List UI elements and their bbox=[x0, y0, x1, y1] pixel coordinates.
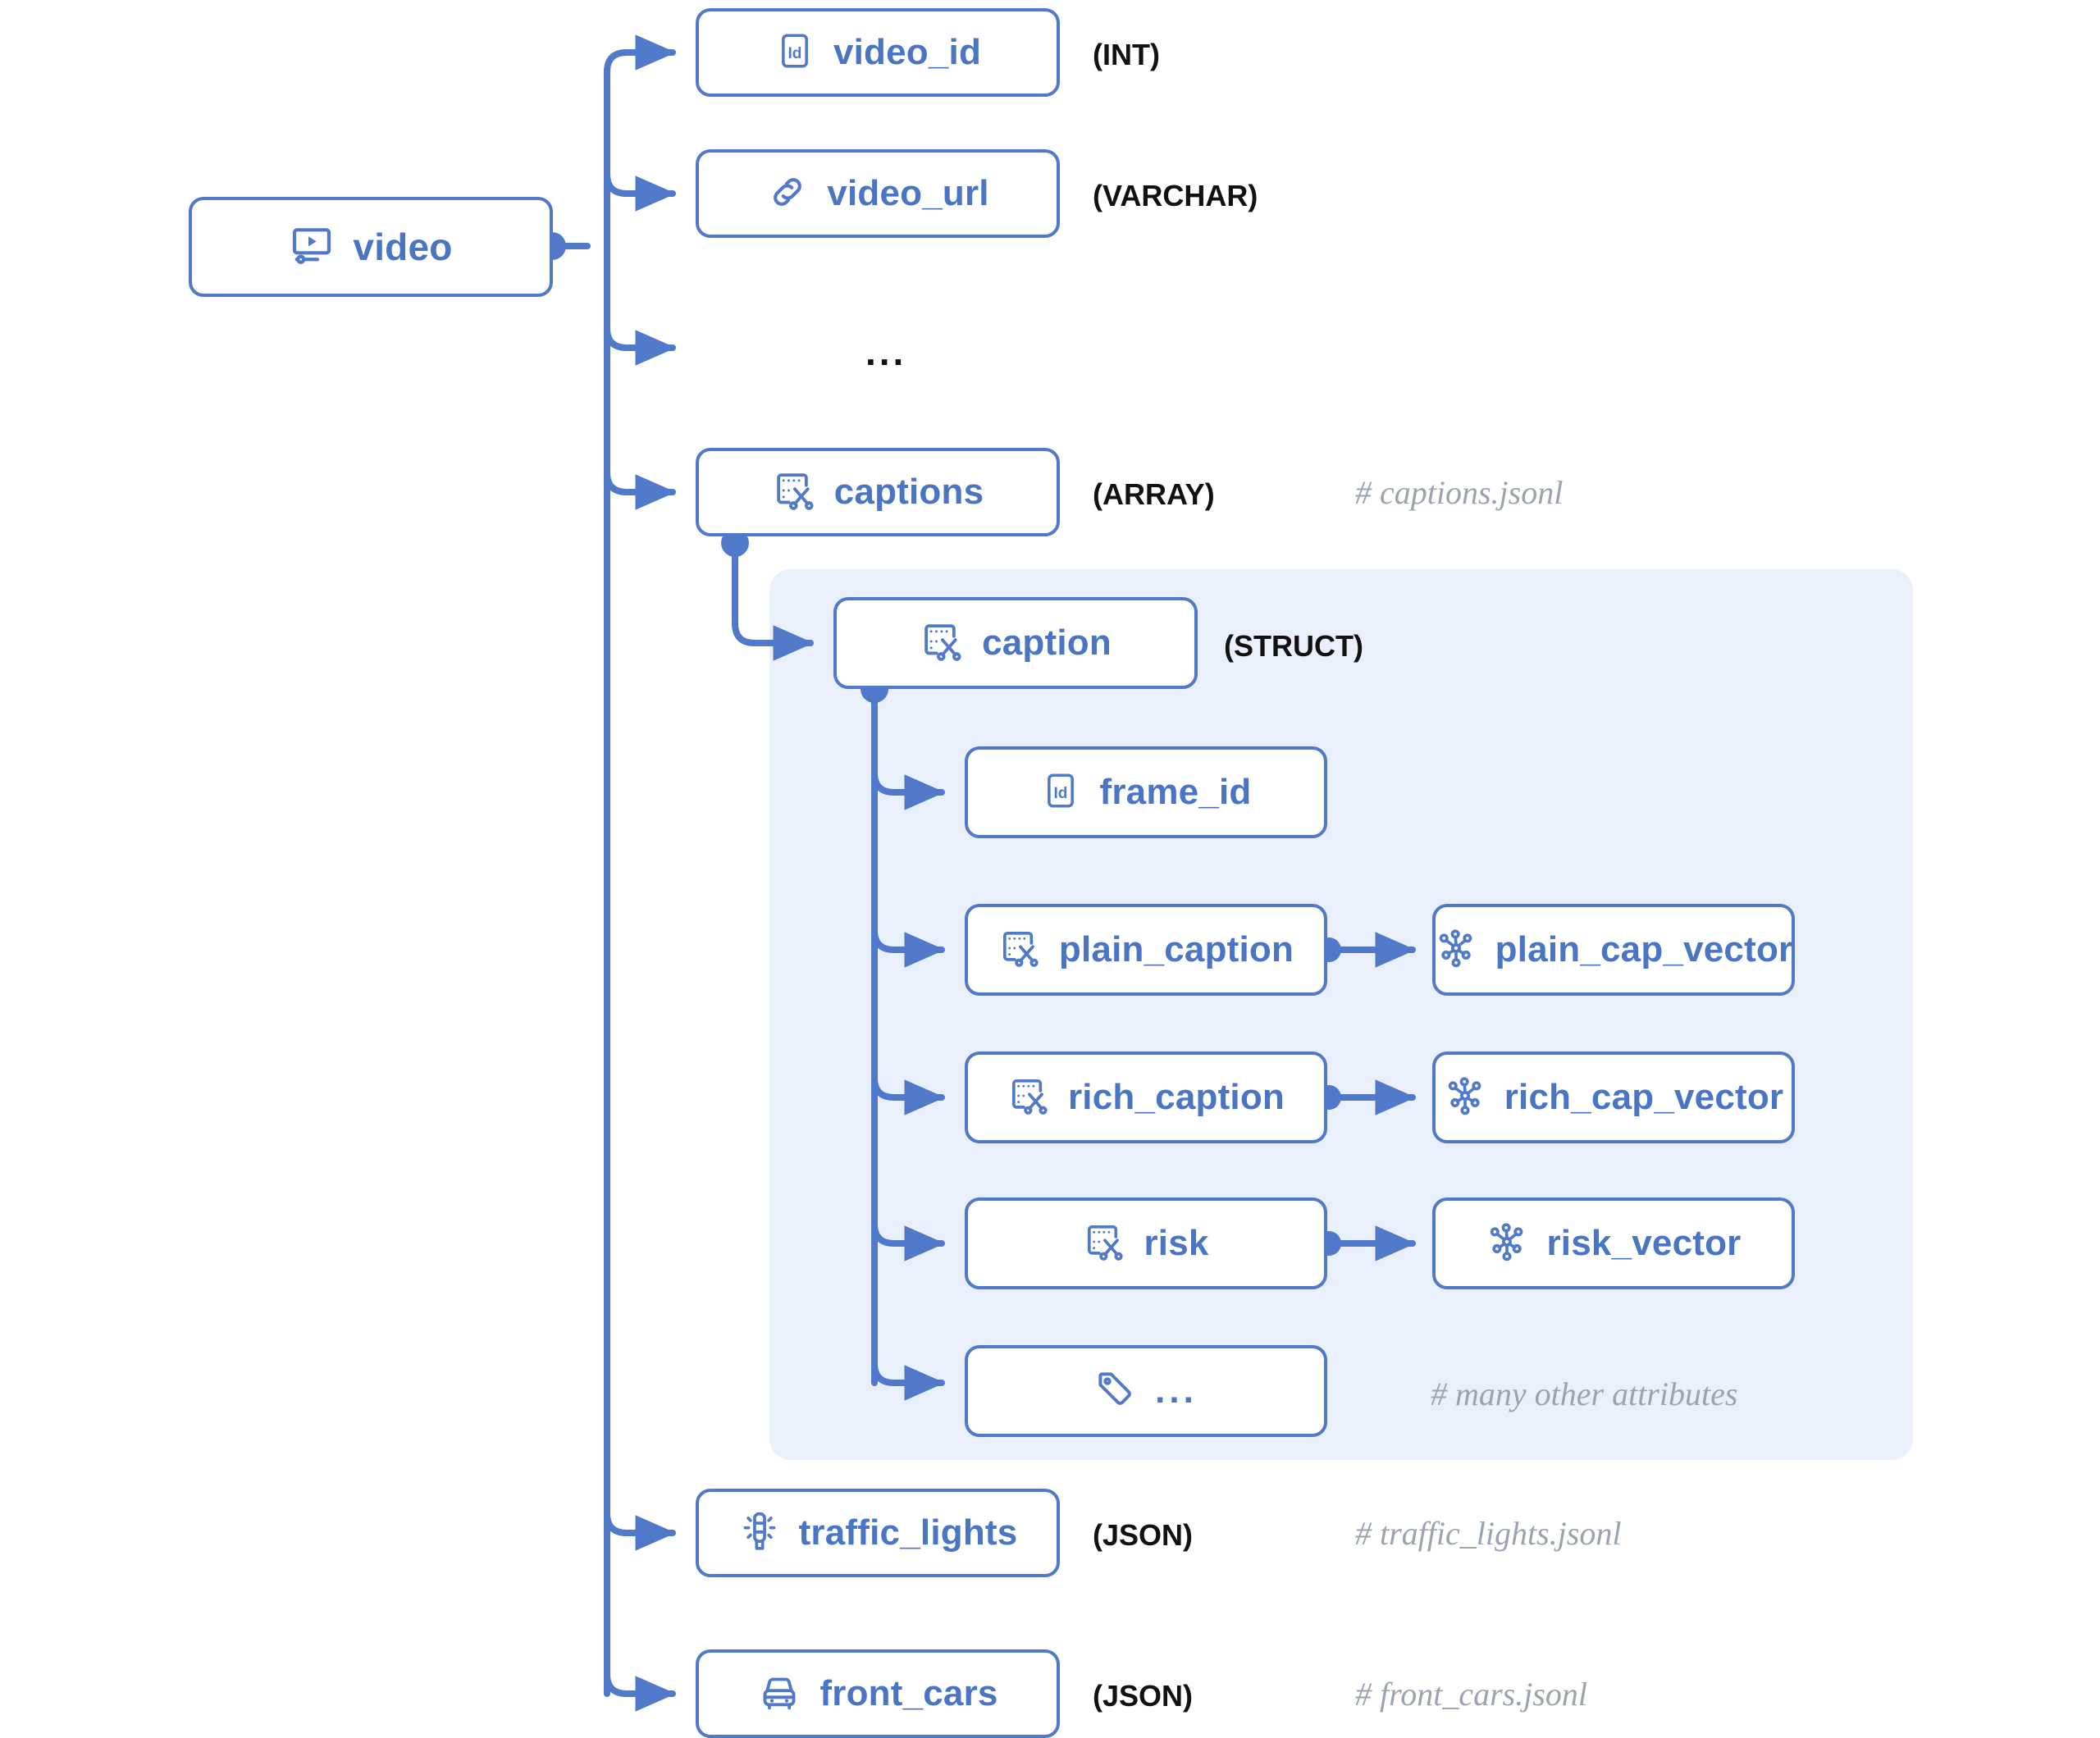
node-other-attributes[interactable]: ... bbox=[965, 1345, 1327, 1437]
node-plain-cap-vector-label: plain_cap_vector bbox=[1495, 929, 1793, 969]
node-plain-cap-vector[interactable]: plain_cap_vector bbox=[1432, 904, 1795, 996]
caption-clip-icon bbox=[1083, 1220, 1125, 1267]
node-risk-vector[interactable]: risk_vector bbox=[1432, 1197, 1795, 1289]
node-video-label: video bbox=[353, 226, 453, 268]
type-video-id: (INT) bbox=[1093, 38, 1160, 71]
node-rich-cap-vector-label: rich_cap_vector bbox=[1504, 1077, 1784, 1117]
comment-traffic-lights: # traffic_lights.jsonl bbox=[1355, 1515, 1622, 1552]
video-player-icon bbox=[289, 222, 335, 272]
id-icon: Id bbox=[1040, 770, 1081, 815]
node-other-attributes-label: ... bbox=[1155, 1371, 1198, 1411]
node-captions-label: captions bbox=[833, 472, 984, 512]
node-front-cars-label: front_cars bbox=[819, 1673, 998, 1713]
node-frame-id[interactable]: Id frame_id bbox=[965, 746, 1327, 838]
node-rich-cap-vector[interactable]: rich_cap_vector bbox=[1432, 1051, 1795, 1143]
node-risk[interactable]: risk bbox=[965, 1197, 1327, 1289]
node-traffic-lights-label: traffic_lights bbox=[798, 1512, 1018, 1553]
node-risk-label: risk bbox=[1144, 1223, 1209, 1263]
type-traffic-lights: (JSON) bbox=[1093, 1518, 1194, 1552]
type-captions: (ARRAY) bbox=[1093, 477, 1215, 511]
caption-clip-icon bbox=[772, 468, 816, 517]
svg-text:Id: Id bbox=[1054, 785, 1068, 802]
node-rich-caption-label: rich_caption bbox=[1067, 1077, 1285, 1117]
node-traffic-lights[interactable]: traffic_lights bbox=[696, 1489, 1060, 1577]
link-icon bbox=[766, 171, 809, 217]
car-front-icon bbox=[757, 1670, 801, 1718]
node-rich-caption[interactable]: rich_caption bbox=[965, 1051, 1327, 1143]
vector-graph-icon bbox=[1444, 1074, 1486, 1121]
caption-clip-icon bbox=[1007, 1074, 1050, 1121]
comment-front-cars: # front_cars.jsonl bbox=[1355, 1676, 1587, 1713]
type-video-url: (VARCHAR) bbox=[1093, 179, 1258, 212]
vector-graph-icon bbox=[1486, 1220, 1528, 1267]
node-video-id-label: video_id bbox=[833, 32, 982, 72]
node-caption[interactable]: caption bbox=[833, 597, 1198, 689]
node-frame-id-label: frame_id bbox=[1099, 772, 1252, 812]
node-front-cars[interactable]: front_cars bbox=[696, 1649, 1060, 1738]
node-video-url-label: video_url bbox=[827, 173, 989, 213]
node-video[interactable]: video bbox=[189, 197, 553, 297]
comment-captions: # captions.jsonl bbox=[1355, 474, 1564, 511]
node-more-fields-ellipsis: ... bbox=[865, 331, 907, 373]
node-video-url[interactable]: video_url bbox=[696, 149, 1060, 238]
struct-panel bbox=[769, 569, 1913, 1460]
comment-other-attributes: # many other attributes bbox=[1431, 1375, 1738, 1412]
tag-icon bbox=[1094, 1368, 1137, 1415]
node-plain-caption[interactable]: plain_caption bbox=[965, 904, 1327, 996]
type-front-cars: (JSON) bbox=[1093, 1679, 1194, 1713]
caption-clip-icon bbox=[920, 619, 964, 668]
node-plain-caption-label: plain_caption bbox=[1058, 929, 1294, 969]
node-video-id[interactable]: Id video_id bbox=[696, 8, 1060, 97]
node-caption-label: caption bbox=[982, 623, 1112, 663]
type-caption: (STRUCT) bbox=[1224, 629, 1363, 663]
traffic-light-icon bbox=[738, 1510, 781, 1557]
svg-text:Id: Id bbox=[788, 45, 801, 62]
node-captions[interactable]: captions bbox=[696, 448, 1060, 536]
caption-clip-icon bbox=[998, 927, 1041, 974]
id-icon: Id bbox=[774, 30, 815, 75]
vector-graph-icon bbox=[1435, 927, 1477, 974]
node-risk-vector-label: risk_vector bbox=[1546, 1223, 1742, 1263]
